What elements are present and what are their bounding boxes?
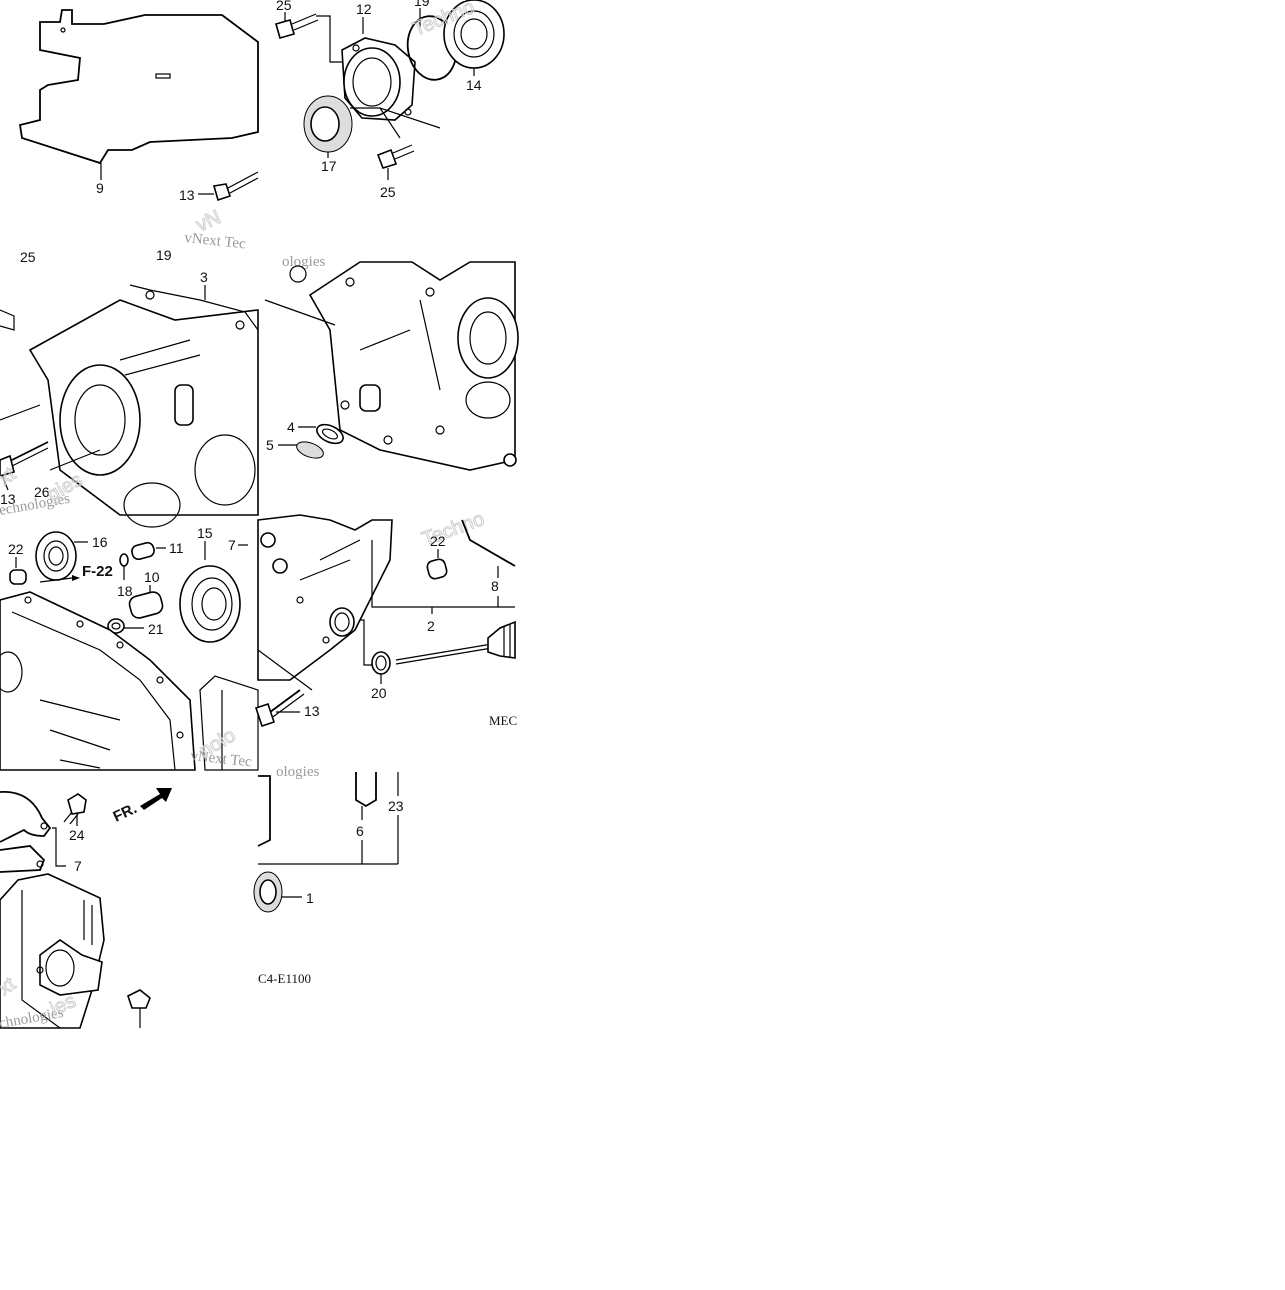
callout-21: 21 bbox=[148, 621, 164, 637]
callout-23: 23 bbox=[388, 798, 404, 814]
tile-gasket-plate: 9 13 vNext Tec vN bbox=[18, 9, 259, 252]
washer-18-icon bbox=[119, 553, 129, 567]
callout-22-left: 22 bbox=[8, 541, 24, 557]
bearing-16-icon bbox=[35, 531, 77, 581]
callout-7: 7 bbox=[228, 537, 236, 553]
callout-4: 4 bbox=[287, 419, 295, 435]
callout-13-right: 13 bbox=[304, 703, 320, 719]
cover-clamp-lower bbox=[0, 845, 46, 873]
tile-crankcase-left: 25 19 3 13 26 echnologies xt bbox=[0, 247, 259, 528]
callout-13: 13 bbox=[179, 187, 195, 203]
front-arrow-icon bbox=[140, 788, 172, 810]
gasket-6-edge bbox=[257, 775, 271, 847]
o-ring-20-icon bbox=[371, 651, 391, 675]
callout-15: 15 bbox=[197, 525, 213, 541]
partial-label-19: 19 bbox=[156, 247, 172, 263]
screen-5-icon bbox=[296, 441, 324, 459]
bolt-25-top-icon bbox=[275, 13, 319, 39]
oil-seal-17-icon bbox=[303, 95, 353, 153]
crankcase-corner-icon bbox=[257, 514, 393, 681]
watermark-c: ologies bbox=[282, 254, 325, 270]
callout-12: 12 bbox=[356, 1, 372, 17]
dowel-22-right-icon bbox=[426, 558, 448, 580]
gasket-plate-outline bbox=[18, 9, 259, 165]
code-label-b: C4-E1100 bbox=[258, 971, 311, 986]
gasket-23-tab bbox=[355, 772, 377, 808]
bolt-cover-icon bbox=[127, 989, 151, 1028]
crankcase-right-icon bbox=[264, 261, 519, 471]
dowel-10-icon bbox=[128, 591, 164, 619]
bolt-25-bottom-icon bbox=[376, 144, 415, 169]
callout-8: 8 bbox=[491, 578, 499, 594]
cover-clamp-outline bbox=[0, 791, 52, 843]
partial-edge bbox=[0, 309, 15, 331]
oil-seal-1-icon bbox=[253, 871, 283, 913]
callout-3: 3 bbox=[200, 269, 208, 285]
plug-4-icon bbox=[316, 423, 344, 445]
callout-20: 20 bbox=[371, 685, 387, 701]
callout-7-cover: 7 bbox=[74, 858, 82, 874]
ref-f22: F-22 bbox=[82, 563, 113, 580]
code-label-a: MEC bbox=[489, 713, 517, 728]
crankcase-lower-icon bbox=[0, 591, 259, 771]
callout-22-right: 22 bbox=[430, 533, 446, 549]
callout-17: 17 bbox=[321, 158, 337, 174]
callout-14: 14 bbox=[466, 77, 482, 93]
tile-bearing-holder: 25 12 19 14 bbox=[275, 0, 505, 200]
callout-11: 11 bbox=[169, 540, 184, 556]
callout-13-left: 13 bbox=[0, 491, 16, 507]
arrow-f22-icon bbox=[72, 575, 80, 581]
tile-bearings-dowels: 22 16 F-22 18 11 10 bbox=[0, 525, 259, 771]
front-label: FR. bbox=[111, 800, 140, 826]
bearing-holder-icon bbox=[341, 37, 416, 121]
callout-2: 2 bbox=[427, 618, 435, 634]
callout-26: 26 bbox=[34, 484, 50, 500]
callout-10: 10 bbox=[144, 569, 160, 585]
callout-5: 5 bbox=[266, 437, 274, 453]
tile-cover: 24 7 FR. chnologies xt ies bbox=[0, 788, 172, 1032]
crankcase-left-icon bbox=[0, 284, 259, 528]
part-edge-icon bbox=[503, 453, 517, 467]
dowel-11-icon bbox=[131, 541, 155, 561]
callout-24: 24 bbox=[69, 827, 85, 843]
watermark-h: ologies bbox=[276, 764, 319, 780]
gasket-8-edge bbox=[461, 519, 516, 567]
bolt-13-icon bbox=[212, 171, 259, 202]
stud-13-icon bbox=[254, 689, 305, 728]
stud-bolt-icon bbox=[0, 441, 49, 477]
callout-25-bottom: 25 bbox=[380, 184, 396, 200]
tile-crankcase-right: ologies 4 5 bbox=[264, 254, 519, 471]
watermark-a: vNext Tec bbox=[184, 230, 247, 252]
callout-18: 18 bbox=[117, 583, 133, 599]
dipstick-icon bbox=[395, 620, 516, 665]
washer-21-icon bbox=[107, 618, 125, 634]
callout-1: 1 bbox=[306, 890, 314, 906]
watermark-e: vNext Tec bbox=[190, 748, 253, 770]
callout-16: 16 bbox=[92, 534, 108, 550]
bolt-24-icon bbox=[63, 793, 87, 825]
callout-19: 19 bbox=[414, 0, 430, 9]
callout-9: 9 bbox=[96, 180, 104, 196]
tile-dipstick: Techno 22 8 2 20 1 bbox=[254, 507, 517, 728]
gasket-hole bbox=[60, 27, 66, 33]
dowel-22-icon bbox=[9, 569, 27, 585]
callout-25-top: 25 bbox=[276, 0, 292, 13]
callout-6: 6 bbox=[356, 823, 364, 839]
cover-body-icon bbox=[0, 873, 105, 1029]
bearing-15-icon bbox=[179, 565, 241, 643]
tile-seal: ologies 6 23 1 C4-E1100 bbox=[253, 764, 404, 986]
gasket-slot bbox=[155, 73, 171, 79]
partial-label-25: 25 bbox=[20, 249, 36, 265]
